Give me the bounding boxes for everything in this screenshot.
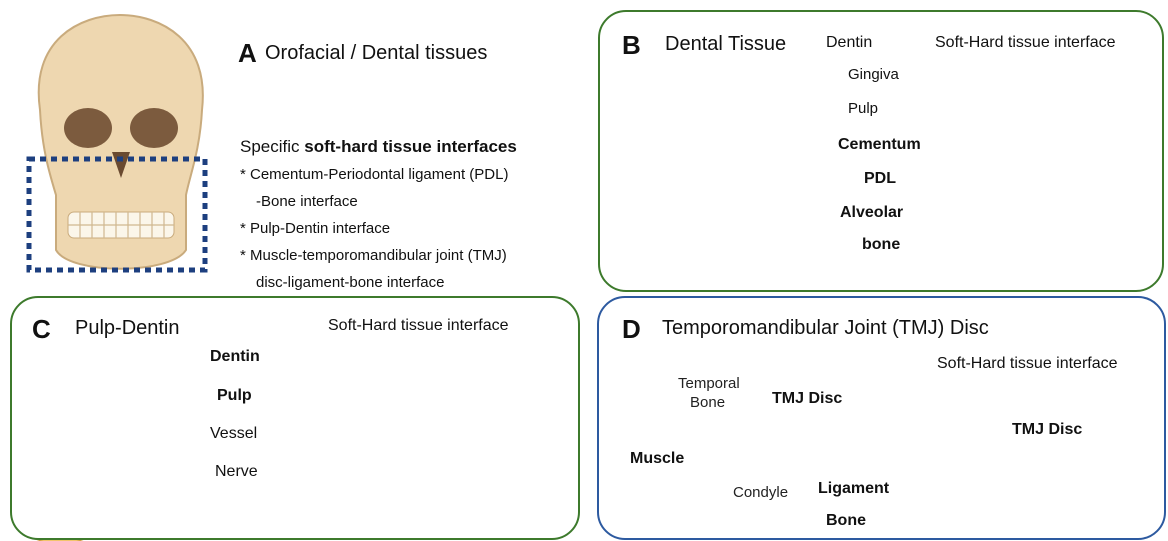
panel-a-item: * Muscle-temporomandibular joint (TMJ) (240, 242, 507, 269)
label-dentin: Dentin (826, 34, 872, 52)
panel-b-title: Dental Tissue (665, 33, 786, 55)
panel-b-letter: B (622, 32, 641, 58)
label-bone: Bone (826, 512, 866, 530)
label-tmj-disc: TMJ Disc (772, 390, 842, 408)
label-temporal: Temporal (678, 375, 740, 393)
panel-c-subtitle: Soft-Hard tissue interface (328, 317, 509, 335)
label-cementum: Cementum (838, 136, 921, 154)
label-bone: bone (862, 236, 900, 254)
label-dentin: Dentin (210, 348, 260, 366)
label-pdl: PDL (864, 170, 896, 188)
label-alveolar: Alveolar (840, 204, 903, 222)
label-vessel: Vessel (210, 425, 257, 443)
panel-c-letter: C (32, 316, 51, 342)
panel-a-title: Orofacial / Dental tissues (265, 42, 487, 64)
label-pulp: Pulp (217, 387, 252, 405)
panel-d-letter: D (622, 316, 641, 342)
panel-d-subtitle: Soft-Hard tissue interface (937, 355, 1118, 373)
panel-a-item: disc-ligament-bone interface (256, 269, 444, 296)
label-gingiva: Gingiva (848, 66, 899, 84)
label-nerve: Nerve (215, 463, 258, 481)
panel-d-title: Temporomandibular Joint (TMJ) Disc (662, 317, 989, 339)
label-tmj-disc-zoom: TMJ Disc (1012, 421, 1082, 439)
panel-a-item: * Cementum-Periodontal ligament (PDL) (240, 161, 508, 188)
label-temporal-bone: Bone (690, 394, 725, 412)
label-condyle: Condyle (733, 484, 788, 502)
label-muscle: Muscle (630, 450, 684, 468)
panel-a-item: * Pulp-Dentin interface (240, 215, 390, 242)
panel-a-heading: Specific soft-hard tissue interfaces (240, 137, 517, 157)
label-pulp: Pulp (848, 100, 878, 118)
label-ligament: Ligament (818, 480, 889, 498)
panel-a-heading-bold: soft-hard tissue interfaces (304, 137, 517, 156)
skull-illustration (39, 15, 203, 269)
panel-c-title: Pulp-Dentin (75, 317, 180, 339)
panel-a-item: -Bone interface (256, 188, 358, 215)
panel-a-heading-prefix: Specific (240, 137, 304, 156)
panel-a-letter: A (238, 40, 257, 66)
panel-b-subtitle: Soft-Hard tissue interface (935, 34, 1116, 52)
